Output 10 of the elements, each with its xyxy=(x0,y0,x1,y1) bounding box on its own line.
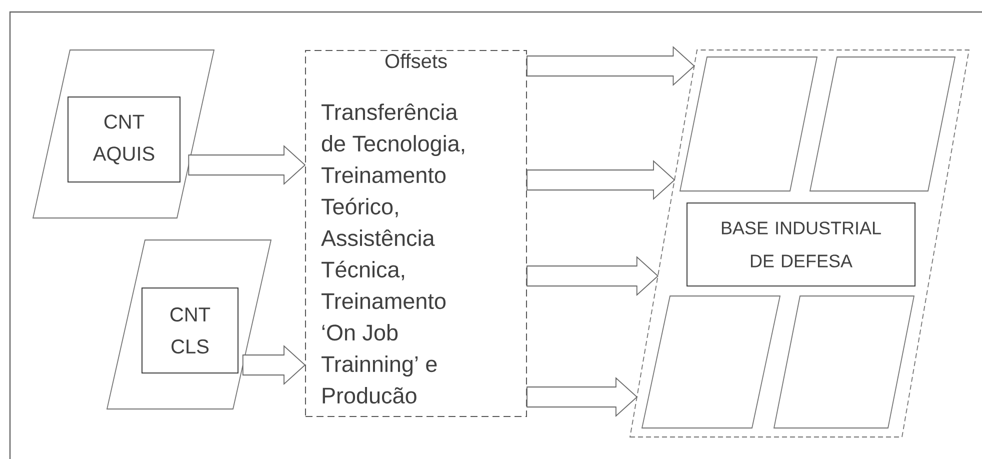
text-box: BASE INDUSTRIAL DE DEFESA xyxy=(686,202,916,286)
text-box: CNT CLS xyxy=(142,288,238,374)
block-arrow xyxy=(526,256,659,296)
block-arrow xyxy=(526,46,695,86)
block-arrow xyxy=(242,345,306,386)
block-arrow xyxy=(188,145,306,186)
block-arrow xyxy=(526,377,638,418)
dashed-box: Offsets Transferência de Tecnologia, Treinamento Teórico, Assistência Técnica, Treinamento ‘On Job Trainning’ e Producão xyxy=(305,50,527,417)
text-box: CNT AQUIS xyxy=(68,96,180,182)
block-arrow xyxy=(526,160,676,200)
